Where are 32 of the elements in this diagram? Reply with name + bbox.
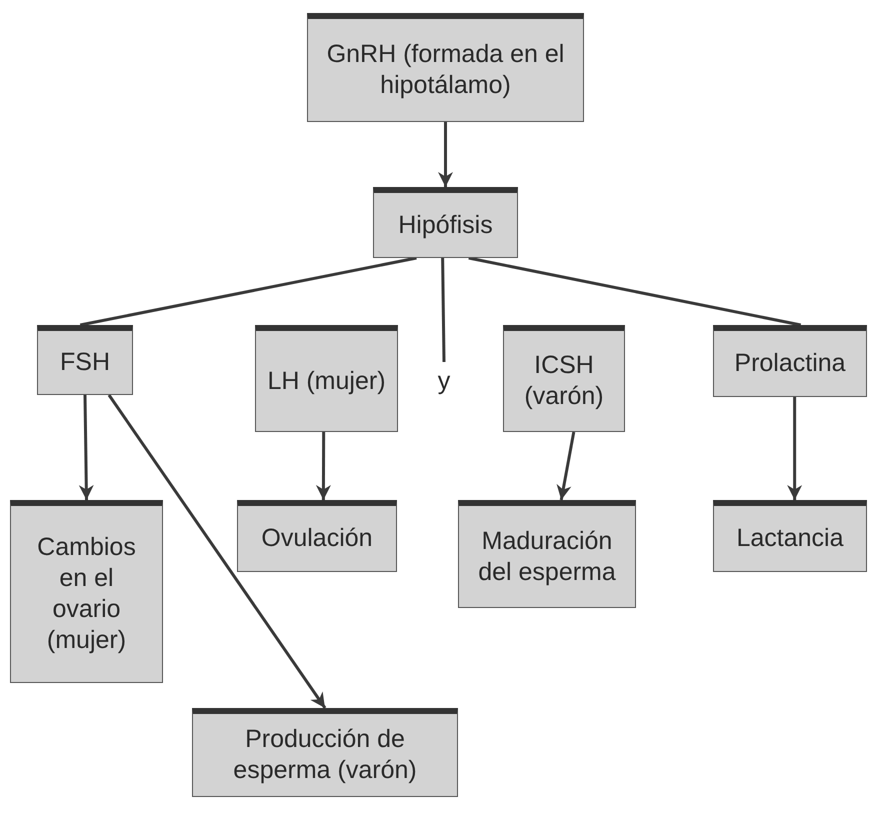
arrow [787,397,802,500]
box-label: Producción de esperma (varón) [232,724,418,786]
arrow [316,432,331,500]
box-label: GnRH (formada en el hipotálamo) [326,39,566,101]
process-box [713,325,867,397]
box-label: LH (mujer) [267,366,386,396]
conjunction-text: y [430,362,458,400]
box-label: ICSH (varón) [523,350,605,412]
connector-line [468,256,802,326]
box-label: Hipófisis [398,210,493,240]
connector-line [441,258,446,362]
process-box [373,187,518,258]
process-box [458,500,636,608]
connector-line [80,256,417,326]
process-box [10,500,163,683]
process-box [713,500,867,572]
box-label: Lactancia [736,523,844,554]
arrow [438,122,453,187]
process-box [192,708,458,797]
box-label: Prolactina [734,348,846,379]
process-box [503,325,625,432]
process-box [237,500,397,572]
arrow [108,394,326,709]
arrow [78,394,94,500]
box-label: Maduración del esperma [477,526,617,588]
box-label: FSH [60,347,110,378]
arrow [556,432,576,500]
process-box [37,325,133,395]
box-label: Ovulación [261,523,373,554]
process-box [307,13,584,122]
process-box [255,325,398,432]
box-label: Cambios en el ovario (mujer) [36,532,137,656]
